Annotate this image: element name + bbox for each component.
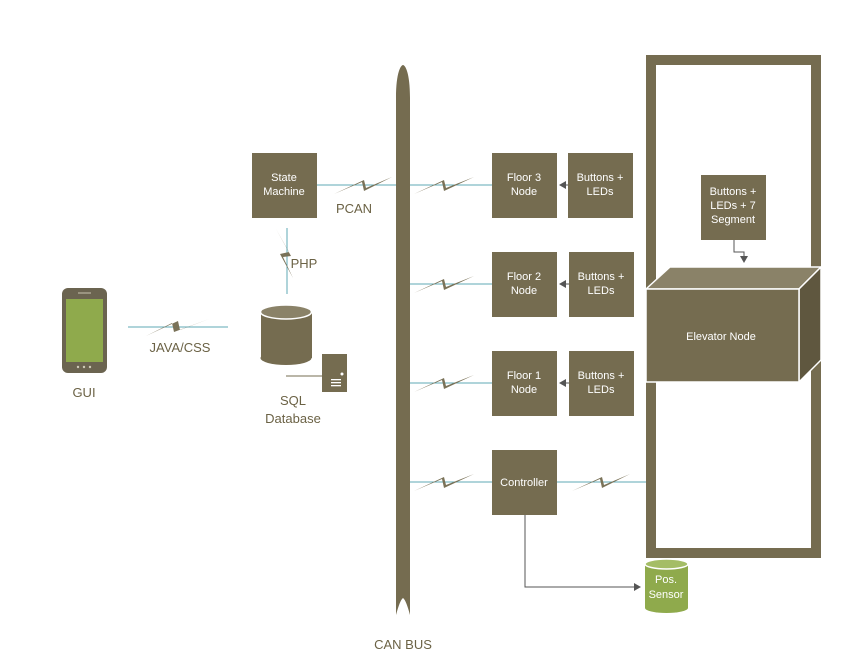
elevator-panel-box: Buttons + LEDs + 7 Segment [701, 175, 766, 240]
elevator-node-box: Elevator Node [644, 265, 823, 384]
java-css-label: JAVA/CSS [150, 340, 211, 355]
pcan-label: PCAN [336, 201, 372, 216]
can-bus [396, 65, 410, 615]
sensor-line1: Pos. [655, 574, 677, 586]
buttons-leds-3-line2: LEDs [587, 186, 614, 198]
floor1-line2: Node [511, 384, 537, 396]
floor1-line1: Floor 1 [507, 370, 541, 382]
bolt-floor1-icon [414, 375, 474, 392]
arrow-controller-to-sensor [524, 515, 641, 591]
bolt-java-css-icon [146, 319, 209, 336]
arrows [524, 181, 748, 591]
sensor-line2: Sensor [649, 589, 684, 601]
bolt-floor2-icon [414, 276, 474, 293]
state-machine-line1: State [271, 172, 297, 184]
buttons-leds-floor3-box: Buttons + LEDs [568, 153, 633, 218]
bolt-pcan-icon [334, 177, 392, 194]
server-tower-icon [322, 354, 347, 392]
floor2-line2: Node [511, 285, 537, 297]
bolt-elevator-icon [572, 474, 630, 491]
can-bus-label: CAN BUS [374, 637, 432, 652]
gui-label: GUI [72, 385, 95, 400]
position-sensor-icon: Pos. Sensor [644, 558, 689, 613]
floor3-node-box: Floor 3 Node [492, 153, 557, 218]
controller-box: Controller [492, 450, 557, 515]
buttons-leds-1-line1: Buttons + [578, 370, 625, 382]
bolt-controller-icon [414, 474, 474, 491]
buttons-leds-3-line1: Buttons + [577, 172, 624, 184]
floor2-node-box: Floor 2 Node [492, 252, 557, 317]
buttons-leds-floor2-box: Buttons + LEDs [569, 252, 634, 317]
smartphone-icon [62, 288, 107, 373]
state-machine-line2: Machine [263, 186, 305, 198]
floor2-line1: Floor 2 [507, 271, 541, 283]
php-label: PHP [291, 256, 318, 271]
bolt-php-icon [276, 229, 293, 278]
database-cylinder-icon [259, 304, 313, 365]
floor1-node-box: Floor 1 Node [492, 351, 557, 416]
lightning-bolt-icons [146, 177, 630, 491]
state-machine-box: State Machine [252, 153, 317, 218]
elevator-panel-line1: Buttons + [710, 186, 757, 198]
sql-label: SQL [280, 393, 306, 408]
arrow-panel-to-elevator [733, 240, 748, 263]
buttons-leds-2-line2: LEDs [588, 285, 615, 297]
connector-lines [128, 184, 646, 483]
elevator-node-label: Elevator Node [686, 331, 756, 343]
bolt-floor3-icon [414, 177, 474, 194]
database-label: Database [265, 411, 321, 426]
buttons-leds-floor1-box: Buttons + LEDs [569, 351, 634, 416]
elevator-panel-line3: Segment [711, 214, 755, 226]
buttons-leds-1-line2: LEDs [588, 384, 615, 396]
buttons-leds-2-line1: Buttons + [578, 271, 625, 283]
floor3-line2: Node [511, 186, 537, 198]
controller-label: Controller [500, 477, 548, 489]
elevator-panel-line2: LEDs + 7 [710, 200, 756, 212]
floor3-line1: Floor 3 [507, 172, 541, 184]
